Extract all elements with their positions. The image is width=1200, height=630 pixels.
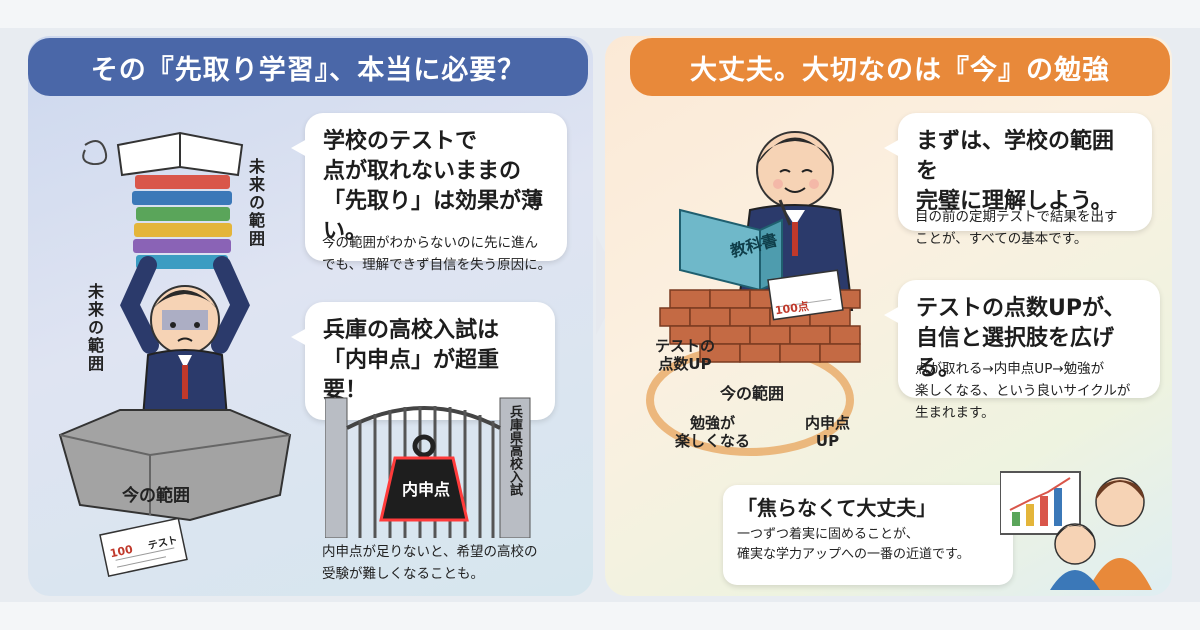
left-note-1: 今の範囲がわからないのに先に進ん でも、理解できず自信を失う原因に。 xyxy=(322,232,551,276)
bottom-strip xyxy=(0,602,1200,630)
quote-line-1: 一つずつ着実に固めることが、 xyxy=(737,527,919,542)
right-note-2-line-3: 生まれます。 xyxy=(915,405,995,421)
right-illustration xyxy=(646,131,861,456)
weight-icon xyxy=(379,434,469,522)
right-bubble-1-line-1: まずは、学校の範囲を xyxy=(916,129,1115,184)
left-note-1-line-2: でも、理解できず自信を失う原因に。 xyxy=(322,257,552,273)
cycle-test-line-2: 点数UP xyxy=(658,355,712,373)
right-note-1: 目の前の定期テストで結果を出す ことが、すべての基本です。 xyxy=(915,206,1118,250)
cycle-test-line-1: テストの xyxy=(655,337,716,355)
left-bubble-1-line-2: 点が取れないままの xyxy=(323,159,522,184)
book-stack xyxy=(132,175,232,269)
cycle-fun-line-1: 勉強が xyxy=(690,414,736,432)
cycle-fun-label: 勉強が 楽しくなる xyxy=(675,414,750,450)
left-note-2: 内申点が足りないと、希望の高校の 受験が難しくなることも。 xyxy=(322,541,537,585)
left-bubble-1: 学校のテストで 点が取れないままの 「先取り」は効果が薄い。 xyxy=(291,113,567,261)
left-bubble-2-line-2: 「内申点」が超重要！ xyxy=(323,348,500,403)
stress-swirl-icon xyxy=(82,140,108,166)
current-range-label: 今の範囲 xyxy=(122,486,190,506)
cycle-fun-line-2: 楽しくなる xyxy=(675,432,751,450)
right-bubble-1-line-2: 完璧に理解しよう。 xyxy=(916,189,1113,214)
school-gate-illustration xyxy=(325,397,531,538)
left-note-2-line-1: 内申点が足りないと、希望の高校の xyxy=(322,544,538,560)
left-bubble-1-line-1: 学校のテストで xyxy=(323,129,478,154)
confident-student-head xyxy=(756,131,834,209)
quote-box: 「焦らなくて大丈夫」 一つずつ着実に固めることが、 確実な学力アップへの一番の近… xyxy=(723,485,1013,585)
right-note-1-line-1: 目の前の定期テストで結果を出す xyxy=(915,209,1118,225)
growth-chart-icon xyxy=(1000,471,1081,535)
rock-platform xyxy=(58,409,292,522)
right-note-2: 点が取れる→内申点UP→勉強が 楽しくなる、という良いサイクルが 生まれます。 xyxy=(915,358,1130,424)
right-bubble-1: まずは、学校の範囲を 完璧に理解しよう。 xyxy=(884,113,1152,231)
quote-title: 「焦らなくて大丈夫」 xyxy=(737,496,937,520)
cycle-center-label: 今の範囲 xyxy=(720,384,785,403)
right-banner: 大丈夫。大切なのは『今』の勉強 xyxy=(630,38,1170,96)
right-bubble-2-line-2: 自信と選択肢を広げる。 xyxy=(916,326,1115,381)
left-illustration xyxy=(58,131,292,577)
left-bubble-1-line-3: 「先取り」は効果が薄い。 xyxy=(323,189,544,244)
future-range-label-person: 未来の範囲 xyxy=(85,283,104,373)
right-note-2-line-1: 点が取れる→内申点UP→勉強が xyxy=(915,361,1105,377)
pencil-icon xyxy=(778,199,792,226)
right-note-1-line-2: ことが、すべての基本です。 xyxy=(915,231,1088,247)
cycle-naishin-line-1: 内申点 xyxy=(805,414,851,432)
right-bubble-2: テストの点数UPが、 自信と選択肢を広げる。 xyxy=(884,280,1160,398)
left-note-1-line-1: 今の範囲がわからないのに先に進ん xyxy=(322,235,538,251)
weight-label: 内申点 xyxy=(402,480,451,499)
top-strip xyxy=(0,0,1200,28)
cycle-naishin-label: 内申点 UP xyxy=(805,414,850,450)
parent-child-illustration xyxy=(1000,471,1152,590)
gate-sign: 兵庫県高校入試 xyxy=(507,405,522,496)
future-range-label-books: 未来の範囲 xyxy=(246,158,265,248)
left-note-2-line-2: 受験が難しくなることも。 xyxy=(322,566,484,582)
cycle-test-label: テストの 点数UP xyxy=(655,337,715,373)
test-paper xyxy=(99,517,188,577)
cycle-naishin-line-2: UP xyxy=(815,432,840,450)
right-bubble-2-line-1: テストの点数UPが、 xyxy=(916,296,1126,321)
quote-line-2: 確実な学力アップへの一番の近道です。 xyxy=(737,547,970,562)
left-bubble-2-line-1: 兵庫の高校入試は xyxy=(323,318,500,343)
score-paper xyxy=(767,269,844,321)
left-banner: その『先取り学習』、本当に必要？ xyxy=(28,38,588,96)
right-note-2-line-2: 楽しくなる、という良いサイクルが xyxy=(915,383,1131,399)
